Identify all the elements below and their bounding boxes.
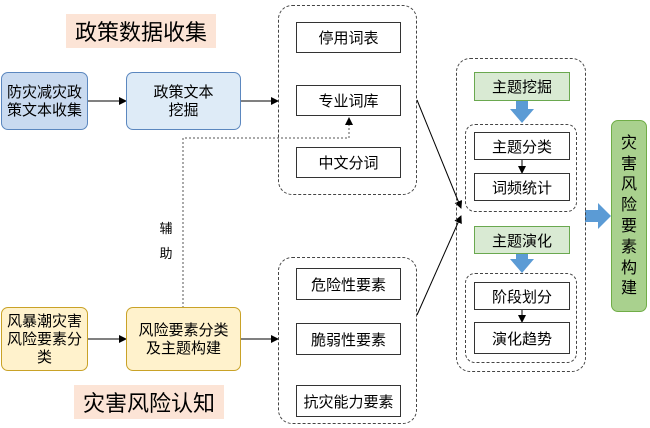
blue-arrow-evolution-down — [510, 250, 534, 273]
assist-dotted-line — [182, 117, 353, 308]
stage-division-box: 阶段划分 — [474, 282, 570, 310]
word-frequency-box: 词频统计 — [474, 173, 570, 201]
topic-mining-subgroup — [465, 124, 577, 212]
risk-elements-group — [278, 257, 417, 424]
policy-docs-collection-box: 防灾减灾政策文本收集 — [1, 72, 88, 130]
policy-text-mining-box: 政策文本挖掘 — [126, 72, 241, 130]
policy-collection-title: 政策数据收集 — [66, 14, 216, 48]
blue-arrow-mining-down — [510, 100, 534, 123]
storm-surge-classification-box: 风暴潮灾害风险要素分类 — [1, 307, 88, 371]
assist-label: 辅助 — [159, 222, 173, 262]
arrow-elements-to-analysis — [416, 215, 462, 316]
blue-arrow-to-result — [585, 203, 611, 229]
arrow-tools-to-analysis — [416, 99, 463, 209]
domain-lexicon-box: 专业词库 — [296, 85, 401, 116]
text-tools-group — [278, 5, 417, 195]
topic-evolution-box: 主题演化 — [474, 226, 570, 254]
topic-evolution-subgroup — [465, 273, 577, 363]
resilience-elements-box: 抗灾能力要素 — [296, 385, 401, 417]
risk-element-construction-box: 灾害风险要素构建 — [611, 120, 647, 312]
stopword-list-box: 停用词表 — [296, 22, 401, 53]
topic-mining-box: 主题挖掘 — [474, 72, 570, 101]
vulnerability-elements-box: 脆弱性要素 — [296, 323, 401, 355]
topic-classification-box: 主题分类 — [474, 132, 570, 160]
hazard-elements-box: 危险性要素 — [296, 268, 401, 300]
evolution-trend-box: 演化趋势 — [474, 322, 570, 354]
risk-cognition-title: 灾害风险认知 — [74, 385, 224, 419]
topic-analysis-group — [456, 58, 586, 372]
risk-classification-box: 风险要素分类及主题构建 — [126, 307, 241, 371]
chinese-segmentation-box: 中文分词 — [296, 147, 401, 178]
